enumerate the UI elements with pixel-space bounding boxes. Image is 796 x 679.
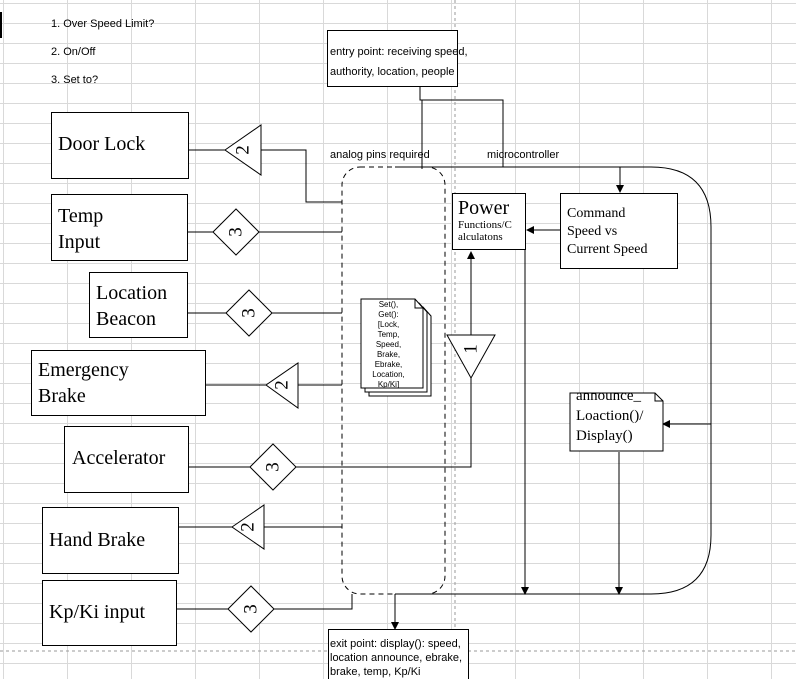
exit-point-box (328, 629, 469, 679)
emergency-brake-label: Emergency Brake (38, 359, 129, 407)
kpki-input-label: Kp/Ki input (49, 601, 146, 623)
wire-door-lock (189, 149, 342, 203)
code-diamond-kpki (227, 585, 275, 633)
emergency-brake-box: Emergency Brake (31, 350, 206, 416)
location-beacon-box: Location Beacon (89, 272, 188, 338)
code-diamond-temp (212, 208, 260, 256)
accelerator-label: Accelerator (72, 447, 166, 469)
code-label-temp: 3 (226, 227, 247, 237)
power-box: Power Functions/C alculatons (452, 193, 526, 250)
entry-point-text: entry point: receiving speed, authority,… (330, 46, 468, 78)
command-text: Command Speed vs Current Speed (567, 206, 648, 257)
code-label-door-lock: 2 (233, 145, 254, 155)
accelerator-box: Accelerator (64, 426, 189, 493)
announce-document-shape (569, 392, 664, 452)
interface-document-stack (360, 298, 432, 397)
entry-point-box (327, 30, 458, 87)
announce-text: announce_ Loaction()/ Display() (576, 388, 644, 444)
microcontroller-region (395, 166, 712, 595)
inverter-label: 1 (461, 344, 482, 354)
code-diamond-accelerator (249, 443, 297, 491)
microcontroller-label: microcontroller (487, 149, 560, 161)
inverter-triangle (446, 334, 496, 380)
edge-marker (0, 12, 2, 38)
code-triangle-hand-brake (231, 504, 265, 550)
power-subtitle: Functions/C alculatons (458, 219, 512, 243)
interface-document-text: Set(), Get(): [Lock, Temp, Speed, Brake,… (372, 300, 405, 389)
door-lock-box: Door Lock (51, 112, 189, 179)
wire-accelerator (189, 378, 472, 468)
code-label-kpki: 3 (241, 604, 262, 614)
location-beacon-label: Location Beacon (96, 282, 168, 330)
temp-input-label: Temp Input (58, 205, 104, 253)
code-diamond-location (225, 289, 273, 337)
code-label-ebrake: 2 (272, 380, 293, 390)
code-label-accelerator: 3 (263, 462, 284, 472)
note-item: 2. On/Off (51, 46, 96, 58)
code-label-hand-brake: 2 (238, 522, 259, 532)
power-title: Power (458, 197, 510, 219)
entry-to-command (503, 166, 624, 193)
entry-connector (419, 87, 504, 167)
hand-brake-label: Hand Brake (49, 529, 146, 551)
note-item: 1. Over Speed Limit? (51, 18, 155, 30)
door-lock-label: Door Lock (58, 133, 146, 155)
note-item: 3. Set to? (51, 74, 99, 86)
exit-point-text: exit point: display(): speed, location a… (330, 638, 463, 678)
kpki-input-box: Kp/Ki input (42, 580, 177, 646)
temp-input-box: Temp Input (51, 194, 188, 261)
notes-list: 1. Over Speed Limit? 2. On/Off 3. Set to… (51, 3, 154, 101)
code-triangle-ebrake (265, 362, 299, 409)
code-label-location: 3 (239, 308, 260, 318)
command-box: Command Speed vs Current Speed (560, 193, 678, 269)
hand-brake-box: Hand Brake (42, 507, 179, 574)
wire-kpki (177, 594, 353, 610)
code-triangle-door-lock (224, 124, 262, 176)
analog-pins-label: analog pins required (330, 149, 430, 161)
analog-pins-bar (341, 166, 446, 595)
